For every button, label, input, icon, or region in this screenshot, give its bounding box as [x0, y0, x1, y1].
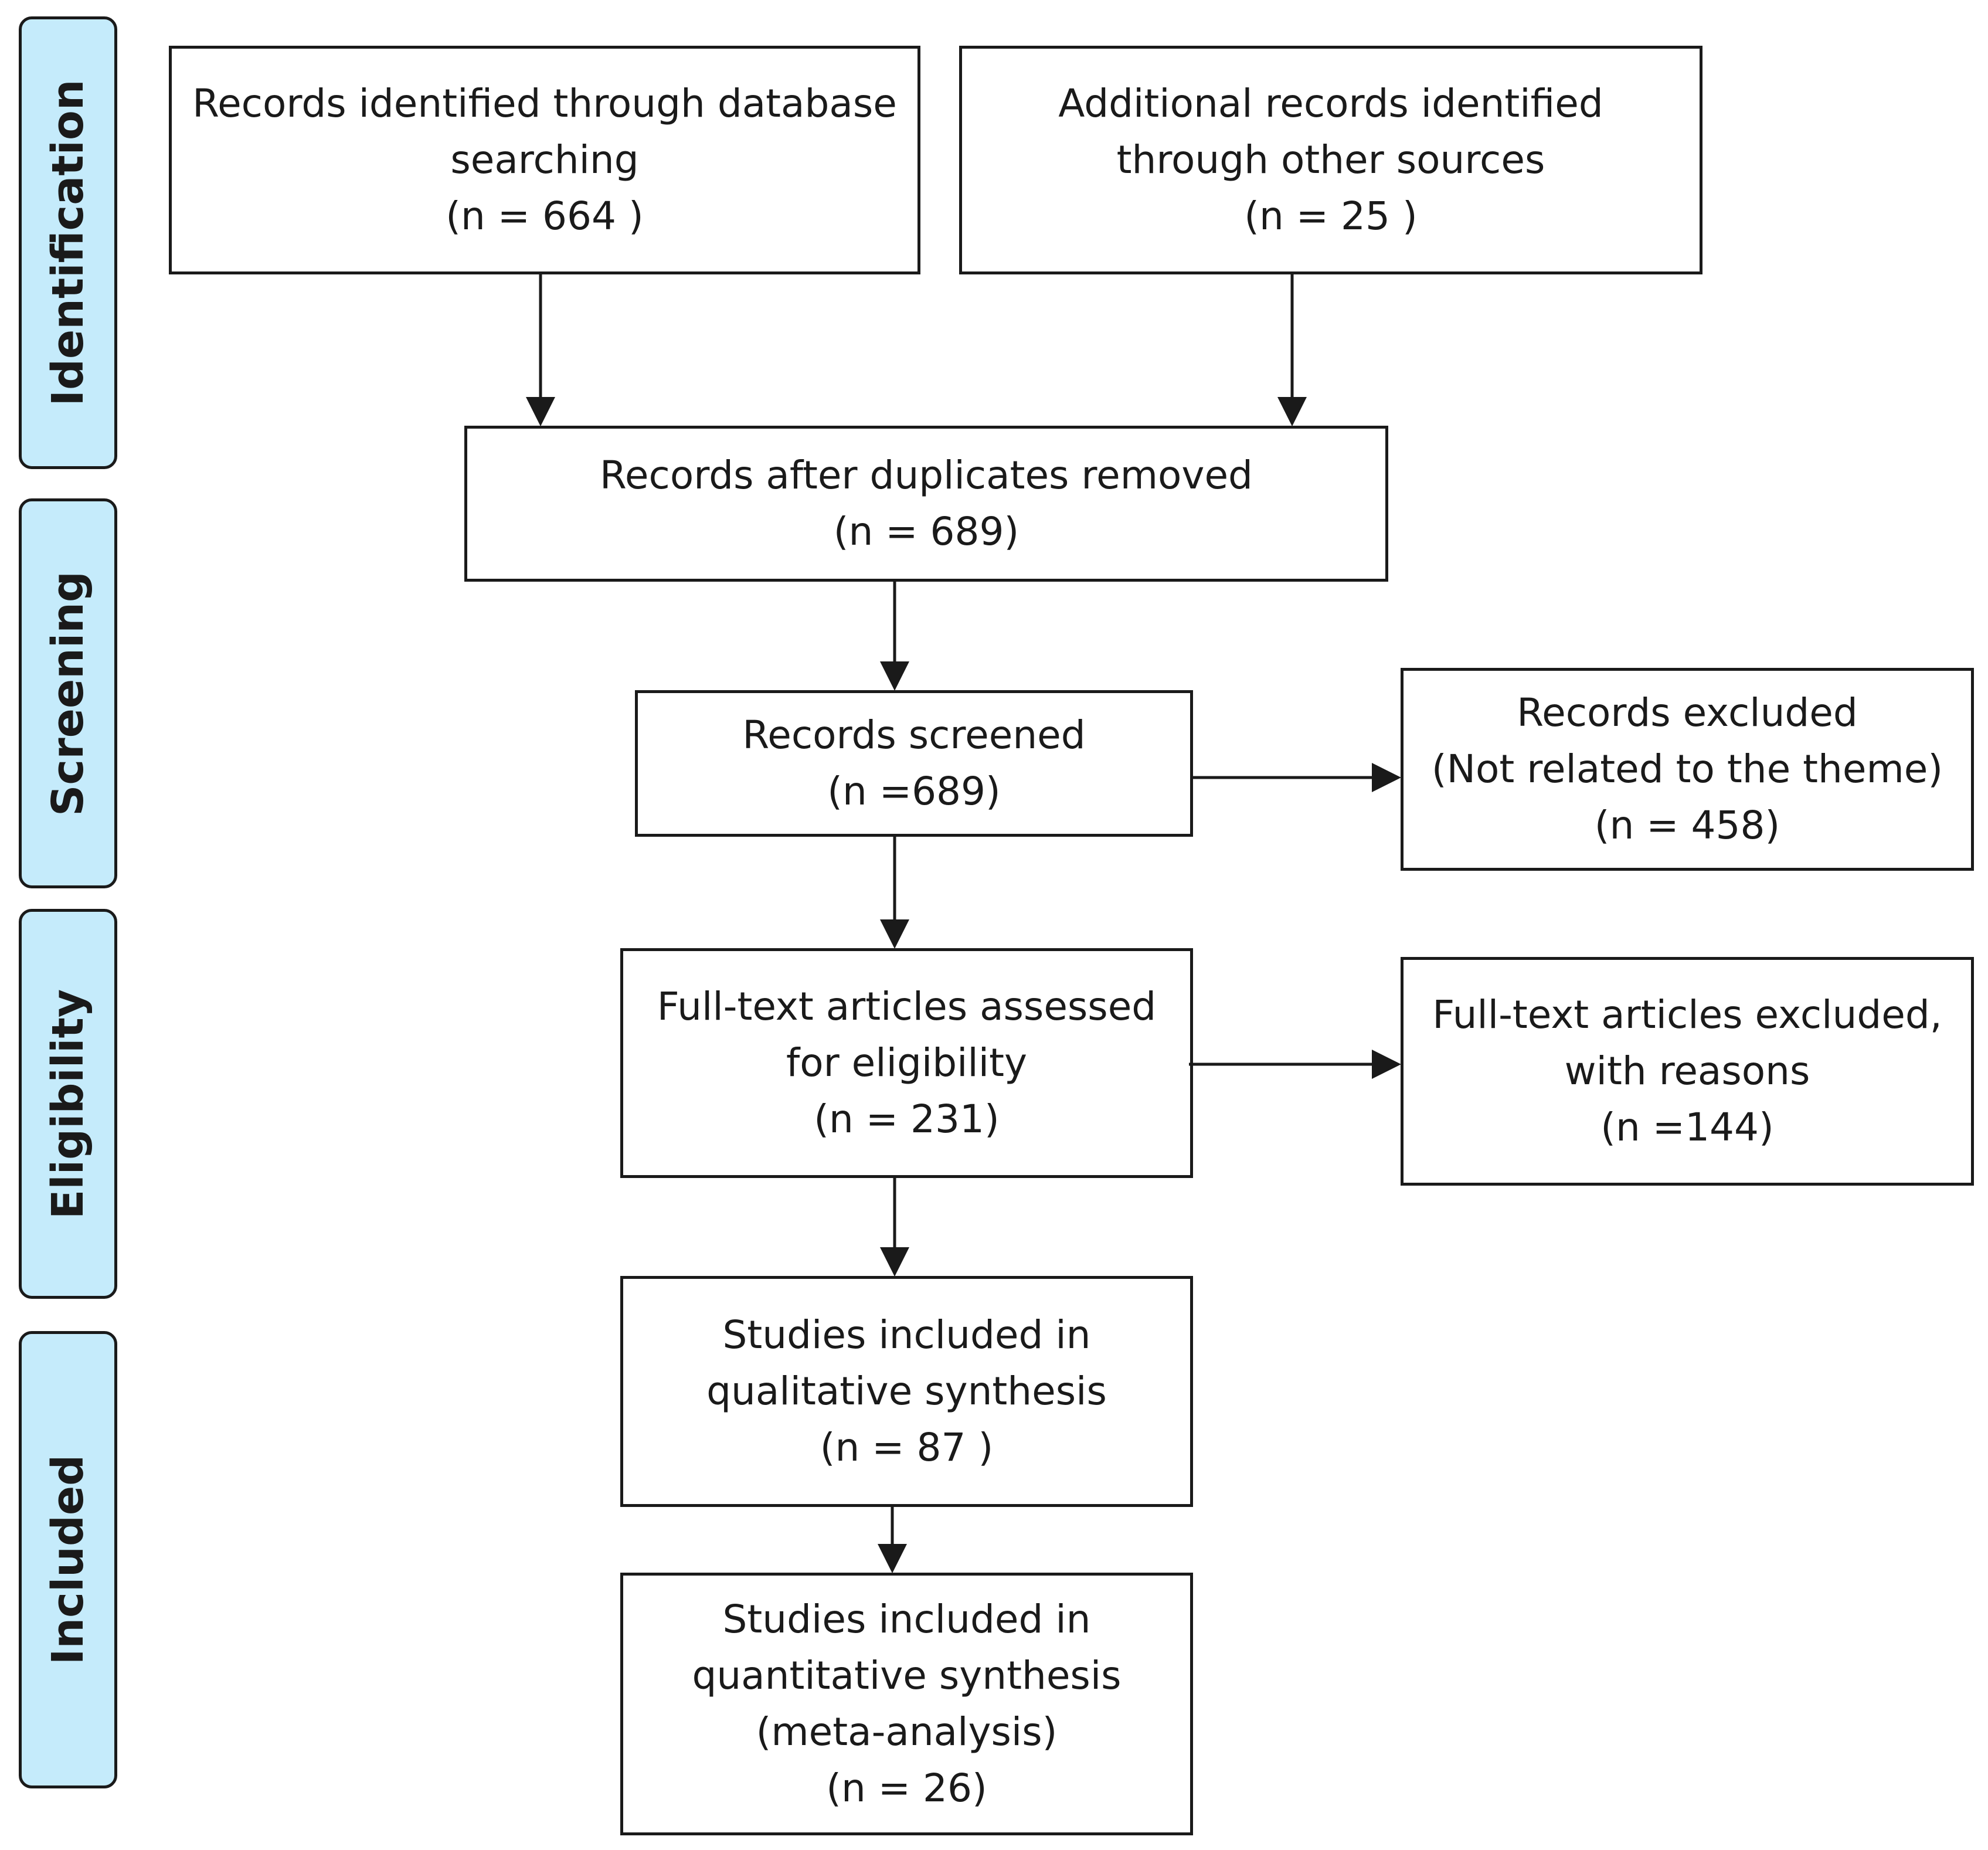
records-screened-count: (n =689): [827, 769, 1001, 814]
other-sources-box: Additional records identified through ot…: [959, 46, 1702, 274]
fulltext-assessed-line1: Full-text articles assessed: [657, 984, 1157, 1029]
fulltext-excluded-count: (n =144): [1600, 1105, 1774, 1150]
records-excluded-box: Records excluded (Not related to the the…: [1401, 668, 1974, 871]
records-excluded-count: (n = 458): [1594, 803, 1780, 848]
database-records-line2: searching: [450, 137, 639, 182]
fulltext-excluded-box: Full-text articles excluded, with reason…: [1401, 957, 1974, 1186]
other-sources-line1: Additional records identified: [1058, 81, 1603, 126]
fulltext-assessed-count: (n = 231): [814, 1097, 1000, 1142]
database-records-box: Records identified through database sear…: [169, 46, 920, 274]
quantitative-synthesis-line1: Studies included in: [722, 1597, 1091, 1642]
phase-eligibility: Eligibility: [19, 909, 117, 1299]
phase-screening: Screening: [19, 498, 117, 888]
other-sources-count: (n = 25 ): [1244, 194, 1418, 239]
duplicates-removed-count: (n = 689): [833, 509, 1020, 554]
phase-included: Included: [19, 1331, 117, 1788]
phase-identification: Identification: [19, 16, 117, 469]
database-records-line1: Records identified through database: [192, 81, 897, 126]
qualitative-synthesis-box: Studies included in qualitative synthesi…: [620, 1276, 1193, 1507]
quantitative-synthesis-line2: quantitative synthesis: [692, 1653, 1122, 1698]
fulltext-assessed-line2: for eligibility: [786, 1040, 1028, 1085]
database-records-count: (n = 664 ): [446, 194, 644, 239]
records-screened-line1: Records screened: [742, 712, 1086, 758]
quantitative-synthesis-box: Studies included in quantitative synthes…: [620, 1573, 1193, 1835]
fulltext-excluded-line1: Full-text articles excluded,: [1432, 992, 1942, 1037]
records-screened-box: Records screened (n =689): [635, 690, 1193, 837]
qualitative-synthesis-line2: qualitative synthesis: [706, 1369, 1107, 1414]
quantitative-synthesis-count: (n = 26): [826, 1766, 987, 1811]
records-excluded-line2: (Not related to the theme): [1431, 746, 1943, 792]
qualitative-synthesis-line1: Studies included in: [722, 1312, 1091, 1357]
duplicates-removed-box: Records after duplicates removed (n = 68…: [464, 426, 1388, 582]
duplicates-removed-line1: Records after duplicates removed: [600, 453, 1253, 498]
other-sources-line2: through other sources: [1116, 137, 1545, 182]
qualitative-synthesis-count: (n = 87 ): [820, 1425, 994, 1470]
fulltext-assessed-box: Full-text articles assessed for eligibil…: [620, 948, 1193, 1178]
quantitative-synthesis-line3: (meta-analysis): [756, 1709, 1058, 1754]
records-excluded-line1: Records excluded: [1517, 690, 1858, 735]
fulltext-excluded-line2: with reasons: [1564, 1048, 1810, 1094]
